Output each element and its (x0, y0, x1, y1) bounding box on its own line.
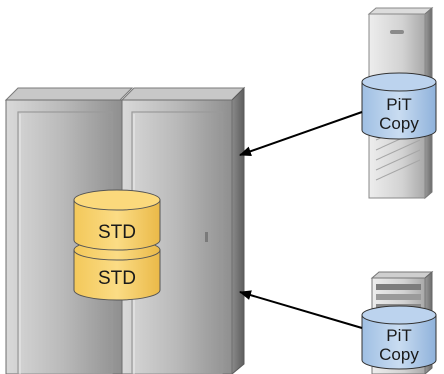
pit-copy-label-bottom-line1: PiT (386, 326, 412, 345)
std-volume-top (73, 189, 161, 251)
std-volume-label-1: STD (98, 222, 136, 243)
arrow-bottom (239, 290, 363, 329)
pit-copy-volume-top: PiT Copy (361, 72, 437, 140)
pit-copy-label-top-line2: Copy (379, 114, 419, 133)
pit-copy-volume-bottom: PiT Copy (361, 305, 437, 370)
std-volume-stack: STD STD (73, 189, 161, 301)
pit-copy-label-bottom-line2: Copy (379, 345, 419, 364)
pit-copy-label-top-line1: PiT (386, 95, 412, 114)
std-volume-label-2: STD (98, 268, 136, 289)
arrow-top (239, 111, 363, 157)
